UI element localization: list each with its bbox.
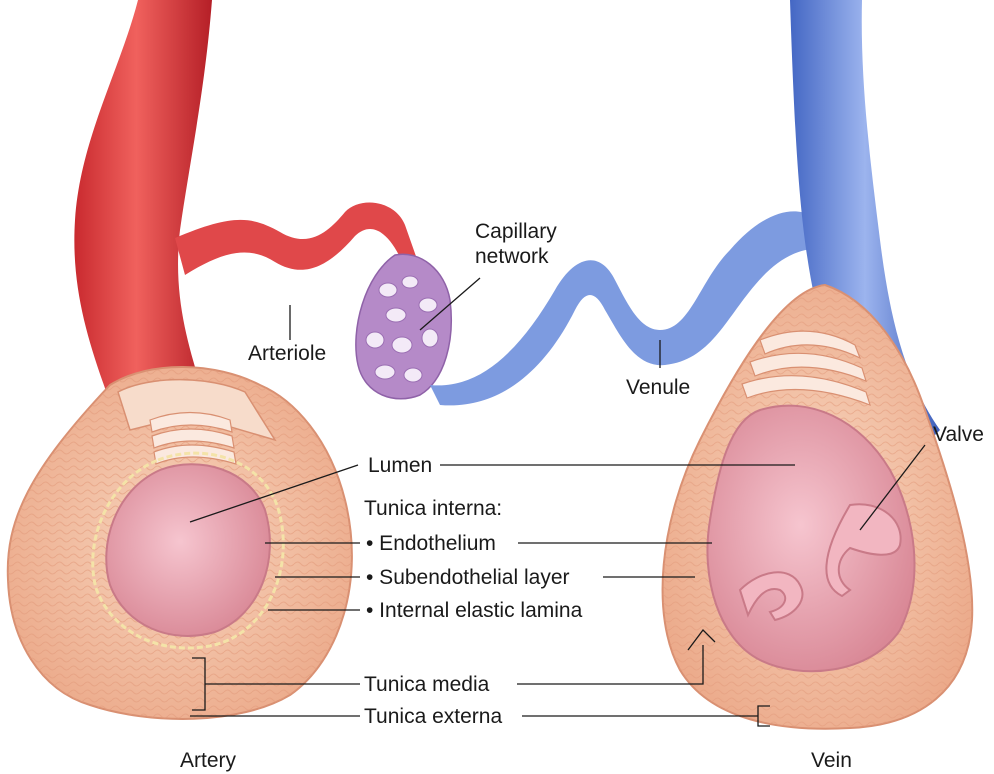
capillary-network [356,254,451,399]
label-capillary-line2: network [475,245,549,268]
capillary-bed [356,254,451,399]
label-artery: Artery [180,749,237,772]
label-capillary-line1: Capillary [475,220,557,243]
label-tunica-interna: Tunica interna: [364,497,502,520]
arteriole-vessel [175,202,418,275]
label-lumen: Lumen [368,454,432,477]
label-vein: Vein [811,749,852,772]
label-endothelium: • Endothelium [366,532,496,555]
label-arteriole: Arteriole [248,342,326,365]
label-subendothelial: • Subendothelial layer [366,566,570,589]
label-venule: Venule [626,376,690,399]
artery-trunk [74,0,212,430]
label-tunica-media: Tunica media [364,673,490,696]
label-valve: Valve [933,423,984,446]
label-internal-elastic: • Internal elastic lamina [366,599,583,622]
artery-lumen [106,464,270,636]
label-tunica-externa: Tunica externa [364,705,502,728]
